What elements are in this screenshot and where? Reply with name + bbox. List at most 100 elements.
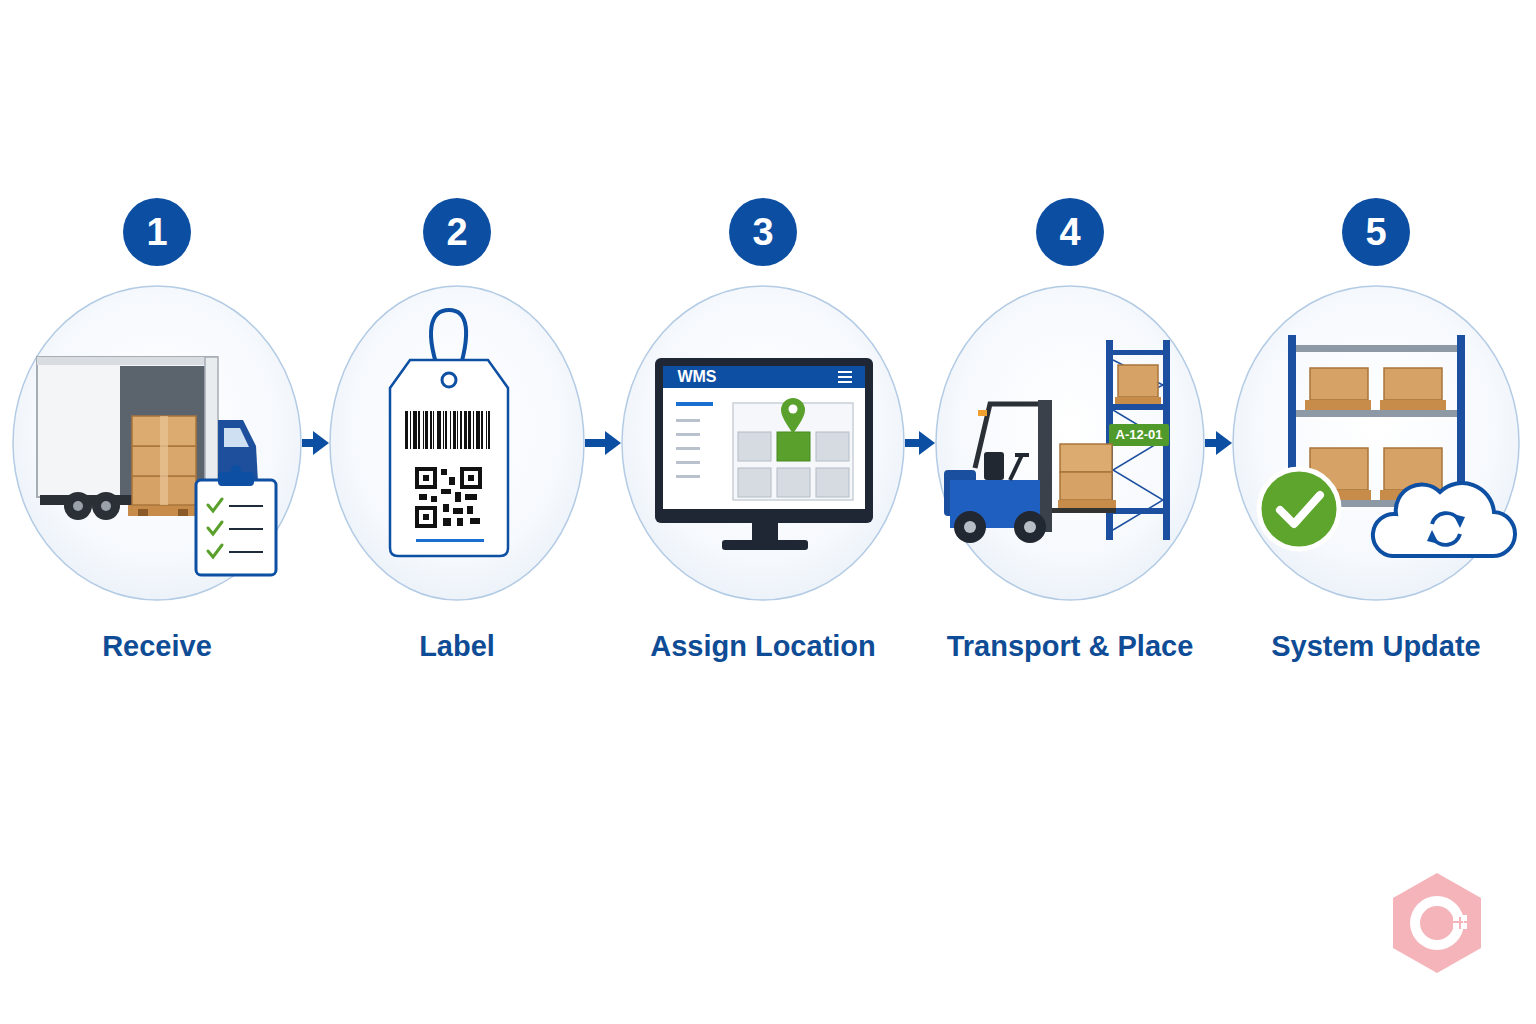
label-tag-part xyxy=(423,514,429,520)
storage-rack-part xyxy=(1380,400,1446,410)
wms-monitor-part xyxy=(655,358,873,523)
wms-monitor-part xyxy=(676,461,700,464)
label-tag-part xyxy=(465,494,477,500)
storage-rack-part xyxy=(1457,335,1465,515)
forklift-part xyxy=(954,511,986,543)
watermark-logo-part xyxy=(1461,915,1467,921)
delivery-truck-part xyxy=(160,416,168,505)
wms-monitor-part xyxy=(676,433,700,436)
storage-rack-part xyxy=(1296,410,1457,417)
step-number: 5 xyxy=(1342,198,1410,266)
wms-monitor-part xyxy=(676,402,713,406)
cloud-sync-part xyxy=(1373,483,1515,556)
wms-monitor-part xyxy=(722,540,808,550)
forklift xyxy=(944,400,1116,543)
process-step: 1Receive xyxy=(12,285,302,601)
checklist-clipboard-part xyxy=(229,528,263,530)
checklist-clipboard-part xyxy=(229,505,263,507)
delivery-truck-part xyxy=(73,501,83,511)
checklist-clipboard-part xyxy=(231,465,241,475)
watermark-logo-part xyxy=(1437,917,1463,929)
success-check xyxy=(1259,469,1339,549)
label-tag-part xyxy=(449,477,455,485)
step-title: System Update xyxy=(1152,628,1536,664)
step-circle xyxy=(621,285,905,601)
wms-monitor-part xyxy=(816,432,849,461)
success-check-part xyxy=(1259,469,1339,549)
label-tag-part xyxy=(416,539,484,542)
cloud-sync-part xyxy=(1427,530,1439,544)
pallet-rack xyxy=(1106,340,1170,540)
storage-rack-part xyxy=(1310,368,1368,400)
wms-monitor-part xyxy=(663,366,865,509)
step-circle xyxy=(329,285,585,601)
forklift-part xyxy=(1060,444,1112,472)
delivery-truck-part xyxy=(37,357,217,365)
watermark-logo-part xyxy=(1453,923,1459,929)
storage-rack-part xyxy=(1384,368,1442,400)
pallet-rack-part xyxy=(1113,360,1163,530)
forklift-part xyxy=(1058,500,1116,508)
pallet-rack-part xyxy=(1106,508,1170,514)
delivery-truck xyxy=(37,357,260,520)
watermark-logo-part xyxy=(1420,906,1454,940)
wms-monitor-part xyxy=(789,405,798,414)
checklist-clipboard-part xyxy=(196,480,276,575)
wms-monitor-part xyxy=(752,523,778,540)
label-tag-part xyxy=(441,469,447,475)
step-number: 3 xyxy=(729,198,797,266)
wms-monitor-part xyxy=(838,381,852,383)
label-tag-part xyxy=(453,508,463,514)
storage-rack-part xyxy=(1310,448,1368,490)
checklist-clipboard-part xyxy=(218,472,254,486)
step-circle-outline xyxy=(13,286,301,600)
checklist-clipboard xyxy=(196,465,276,575)
step-number: 2 xyxy=(423,198,491,266)
forklift-part xyxy=(1060,472,1112,500)
step-circle xyxy=(12,285,302,601)
storage-rack-part xyxy=(1384,448,1442,490)
watermark-logo-part xyxy=(1453,915,1459,921)
step-circle-outline xyxy=(622,286,904,600)
process-step: 3Assign Location xyxy=(621,285,905,601)
wms-monitor xyxy=(655,358,873,550)
delivery-truck-part xyxy=(178,509,188,516)
forklift-part xyxy=(1024,521,1036,533)
delivery-truck-part xyxy=(132,476,196,505)
cloud-sync-part xyxy=(1433,534,1460,545)
forklift-part xyxy=(944,470,976,516)
label-tag-part xyxy=(443,504,449,512)
watermark-logo-part xyxy=(1410,896,1464,950)
wms-monitor-part xyxy=(676,447,700,450)
label-tag-part xyxy=(462,469,480,487)
step-title: Transport & Place xyxy=(855,628,1285,664)
step-circle xyxy=(935,285,1205,601)
label-tag-part xyxy=(417,469,435,487)
delivery-truck-part xyxy=(233,501,243,511)
pallet-rack-part xyxy=(1118,365,1158,397)
delivery-truck-part xyxy=(40,495,260,505)
label-tag-part xyxy=(405,411,490,449)
flow-arrow xyxy=(585,439,607,447)
wms-monitor-part xyxy=(738,432,771,461)
label-tag-part xyxy=(470,518,480,524)
delivery-truck-part xyxy=(138,509,148,516)
watermark-logo xyxy=(1393,873,1481,973)
storage-rack xyxy=(1288,335,1465,515)
storage-rack-part xyxy=(1288,335,1296,515)
delivery-truck-part xyxy=(101,501,111,511)
label-tag-part xyxy=(417,508,435,526)
storage-rack-part xyxy=(1305,400,1371,410)
watermark-logo-part xyxy=(1393,873,1481,973)
label-tag-part xyxy=(423,475,429,481)
label-tag-part xyxy=(468,475,474,481)
step-title: Receive xyxy=(0,628,382,664)
checklist-clipboard-part xyxy=(208,499,222,511)
step-number: 1 xyxy=(123,198,191,266)
flow-arrow xyxy=(905,439,921,447)
label-tag-part xyxy=(390,360,508,556)
step-circle-outline xyxy=(1233,286,1519,600)
step-circle-outline xyxy=(330,286,584,600)
delivery-truck-part xyxy=(224,428,249,447)
